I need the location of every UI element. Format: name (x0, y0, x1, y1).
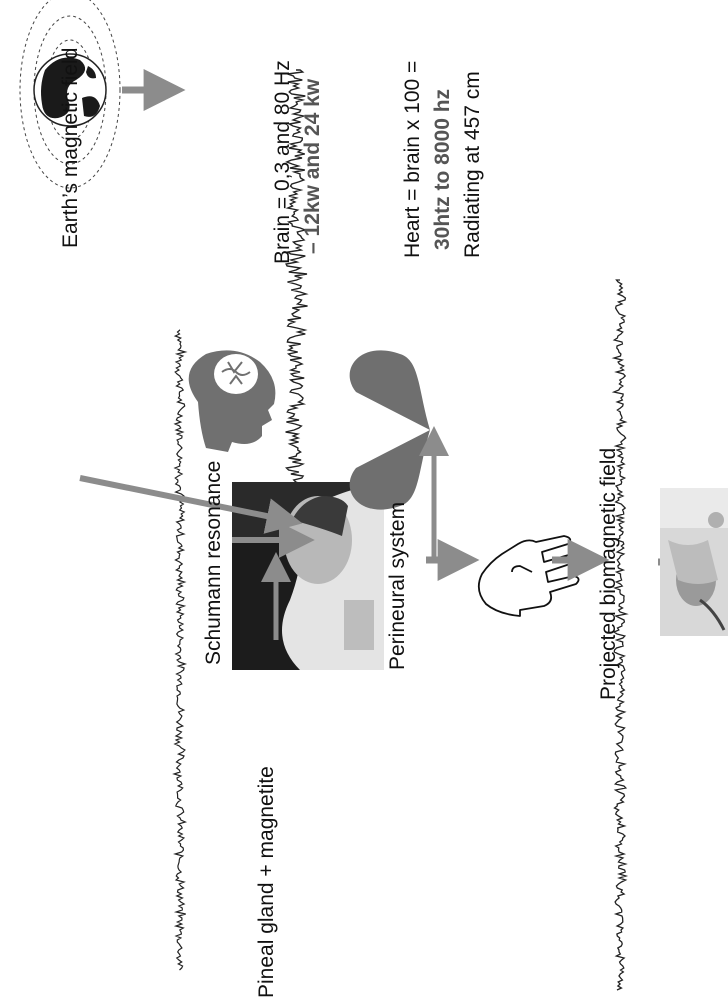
brain-line-2: – 12kw and 24 kw (301, 78, 324, 254)
heart-line-1: Heart = brain x 100 = (401, 60, 424, 258)
head-brain-icon (188, 350, 276, 452)
schumann-waveform (172, 329, 188, 971)
hand-icon (477, 535, 580, 617)
heart-line-2: 30htz to 8000 hz (431, 88, 454, 250)
brain-text-1: Brain = 0,3 and 80 Hz (271, 60, 294, 264)
perineural-label: Perineural system (386, 501, 409, 670)
brain-waveform (284, 69, 309, 501)
projected-label: Projected biomagnetic field (597, 447, 620, 700)
heart-line-3: Radiating at 457 cm (461, 71, 484, 258)
brain-line-1: Brain = 0,3 and 80 Hz (271, 60, 294, 264)
healing-photo (660, 488, 728, 636)
earth-field-label: Earth’s magnetic field (59, 47, 82, 248)
globe-icon (19, 0, 121, 189)
pineal-label: Pineal gland + magnetite (255, 766, 278, 998)
arrow-earth-to-person (79, 475, 303, 534)
projected-waveform (611, 279, 629, 991)
schumann-label: Schumann resonance (202, 460, 225, 665)
heart-icon (349, 350, 430, 510)
person-photo (232, 482, 384, 670)
